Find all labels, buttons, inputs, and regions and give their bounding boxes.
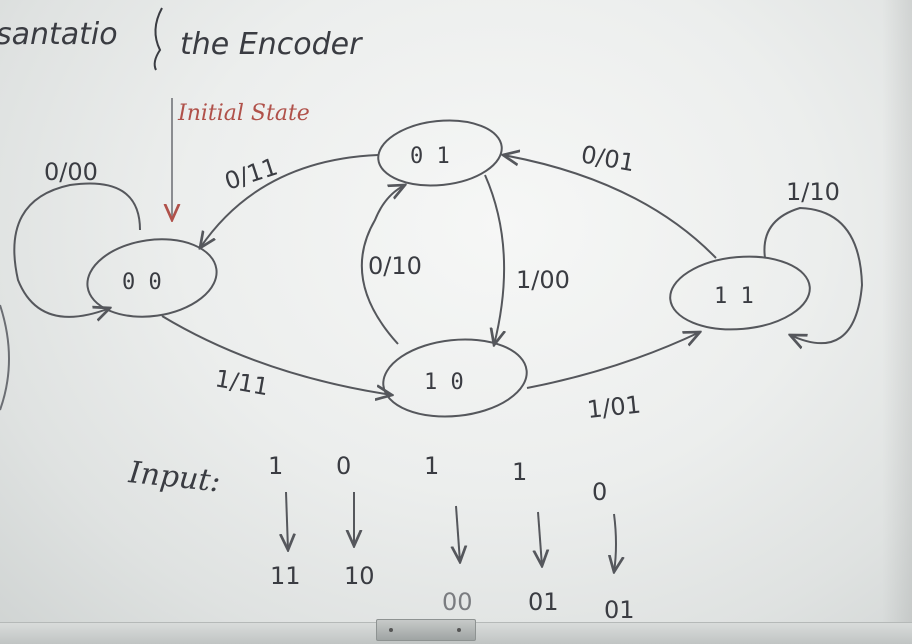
arrow-11-self [763, 206, 864, 343]
label-10-to-01: 0/10 [368, 252, 422, 280]
state-00-label: 0 0 [122, 270, 162, 295]
state-10-label: 1 0 [424, 370, 464, 395]
tray-clip [376, 619, 476, 641]
down-arrow-4 [538, 511, 542, 566]
input-bit-4: 1 [512, 458, 527, 486]
output-bits-4: 01 [528, 588, 559, 616]
title-hook [153, 7, 163, 71]
arrow-10-to-11 [526, 332, 700, 389]
input-bit-2: 0 [336, 452, 351, 480]
state-01-label: 0 1 [410, 144, 450, 169]
state-01 [377, 119, 503, 187]
down-arrow-1 [286, 491, 288, 550]
output-bits-1: 11 [270, 562, 301, 590]
arrow-00-to-10 [161, 315, 392, 395]
arrow-00-self [13, 182, 141, 316]
input-label: Input: [126, 455, 222, 500]
arrow-01-to-00 [200, 154, 379, 248]
state-00 [86, 238, 218, 318]
edge-curve-fragment [0, 304, 10, 411]
label-00-self: 0/00 [44, 158, 98, 186]
arrow-01-to-10 [484, 174, 504, 345]
arrow-10-to-01 [360, 185, 405, 345]
output-bits-3: 00 [442, 588, 473, 616]
label-11-to-01: 0/01 [579, 140, 637, 177]
screw-icon [389, 628, 393, 632]
output-bits-5: 01 [604, 596, 635, 624]
down-arrow-3 [456, 505, 460, 562]
screw-icon [457, 628, 461, 632]
state-11 [669, 255, 811, 331]
title-part1: santatio [0, 17, 118, 52]
input-bit-3: 1 [424, 452, 439, 480]
title-part2: the Encoder [180, 27, 363, 62]
label-01-to-10: 1/00 [516, 266, 570, 294]
initial-state-label: Initial State [177, 101, 310, 126]
input-bit-5: 0 [592, 478, 607, 506]
label-01-to-00: 0/11 [221, 152, 281, 195]
label-00-to-10: 1/11 [213, 364, 271, 401]
state-11-label: 1 1 [714, 284, 754, 309]
output-bits-2: 10 [344, 562, 375, 590]
board-shadow [882, 0, 912, 644]
label-11-self: 1/10 [786, 178, 840, 206]
arrow-11-to-01 [503, 155, 717, 259]
label-10-to-11: 1/01 [586, 390, 643, 423]
input-bit-1: 1 [268, 452, 283, 480]
down-arrow-5 [614, 513, 616, 572]
